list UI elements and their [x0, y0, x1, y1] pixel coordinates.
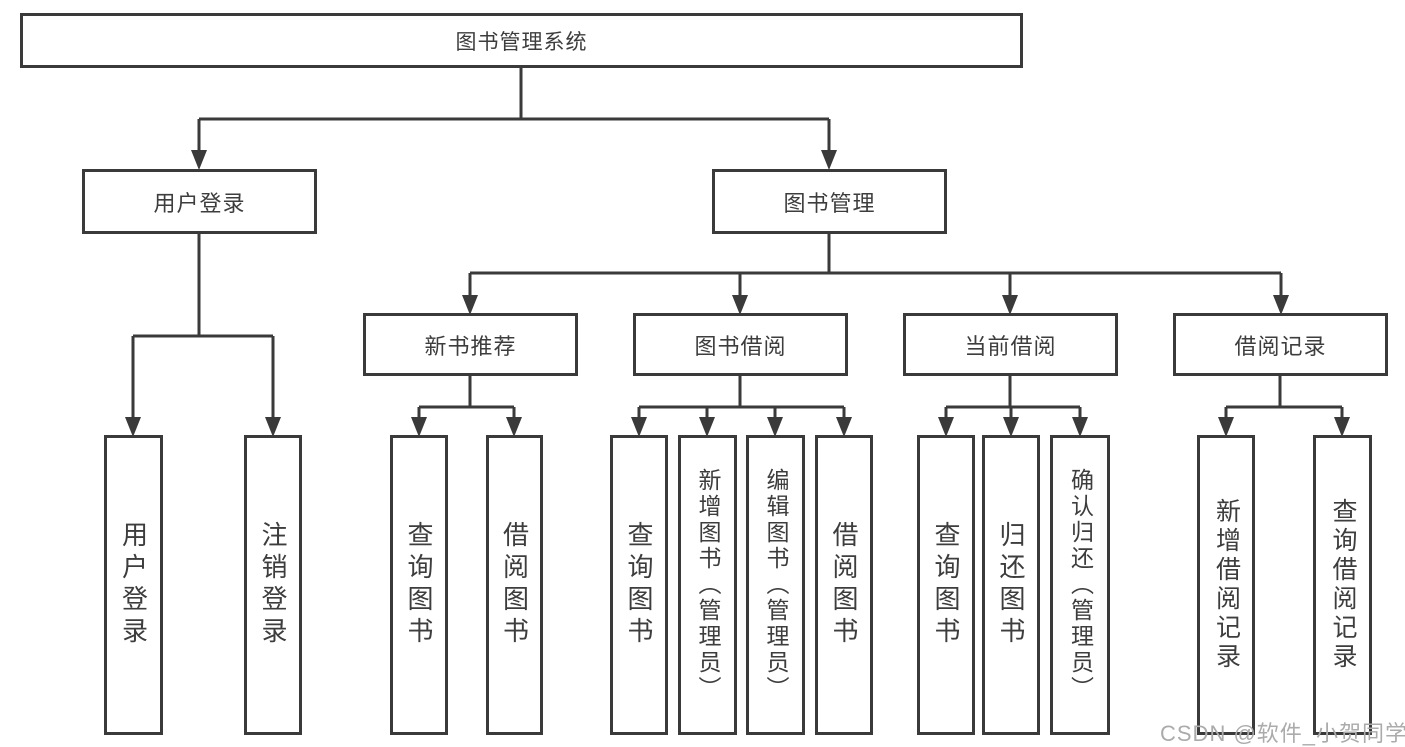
- node-book-management: 图书管理: [712, 169, 947, 234]
- leaf-query-books-borrowing: 查询图书: [610, 435, 668, 735]
- leaf-query-books-borrowing-label: 查询图书: [624, 521, 654, 649]
- csdn-watermark: CSDN @软件_小贺同学: [1160, 721, 1405, 746]
- leaf-edit-book-admin: 编辑图书（管理员）: [746, 435, 805, 735]
- node-current-borrowing: 当前借阅: [903, 313, 1118, 376]
- leaf-query-borrow-record: 查询借阅记录: [1313, 435, 1372, 735]
- leaf-edit-book-admin-label: 编辑图书（管理员）: [763, 468, 789, 702]
- node-library-system-label: 图书管理系统: [455, 30, 588, 54]
- leaf-add-borrow-record: 新增借阅记录: [1197, 435, 1255, 735]
- node-borrow-records-label: 借阅记录: [1234, 333, 1327, 359]
- node-user-login-label: 用户登录: [153, 190, 246, 216]
- node-book-borrowing-label: 图书借阅: [694, 333, 787, 359]
- leaf-confirm-return-admin: 确认归还（管理员）: [1050, 435, 1110, 735]
- leaf-add-book-admin-label: 新增图书（管理员）: [695, 468, 721, 702]
- node-library-system: 图书管理系统: [20, 13, 1023, 68]
- leaf-confirm-return-admin-label: 确认归还（管理员）: [1067, 468, 1094, 702]
- leaf-logout-label: 注销登录: [258, 521, 288, 649]
- leaf-add-borrow-record-label: 新增借阅记录: [1212, 498, 1241, 672]
- node-book-borrowing: 图书借阅: [633, 313, 848, 376]
- leaf-return-book-label: 归还图书: [996, 521, 1026, 649]
- node-user-login: 用户登录: [82, 169, 317, 234]
- leaf-user-login: 用户登录: [104, 435, 163, 735]
- leaf-user-login-label: 用户登录: [118, 521, 149, 649]
- leaf-query-borrow-record-label: 查询借阅记录: [1329, 498, 1357, 672]
- leaf-query-books-recommend-label: 查询图书: [404, 521, 434, 649]
- leaf-add-book-admin: 新增图书（管理员）: [678, 435, 737, 735]
- leaf-logout: 注销登录: [244, 435, 302, 735]
- node-book-management-label: 图书管理: [783, 190, 876, 216]
- leaf-query-books-recommend: 查询图书: [390, 435, 448, 735]
- node-current-borrowing-label: 当前借阅: [964, 333, 1057, 359]
- node-borrow-records: 借阅记录: [1173, 313, 1388, 376]
- leaf-borrow-books-recommend: 借阅图书: [486, 435, 543, 735]
- leaf-query-books-current-label: 查询图书: [931, 521, 961, 649]
- leaf-borrow-books-borrowing: 借阅图书: [815, 435, 873, 735]
- node-new-book-recommend: 新书推荐: [363, 313, 578, 376]
- leaf-borrow-books-borrowing-label: 借阅图书: [829, 521, 859, 649]
- leaf-return-book: 归还图书: [982, 435, 1040, 735]
- leaf-query-books-current: 查询图书: [917, 435, 975, 735]
- leaf-borrow-books-recommend-label: 借阅图书: [499, 521, 530, 649]
- node-new-book-recommend-label: 新书推荐: [424, 333, 517, 359]
